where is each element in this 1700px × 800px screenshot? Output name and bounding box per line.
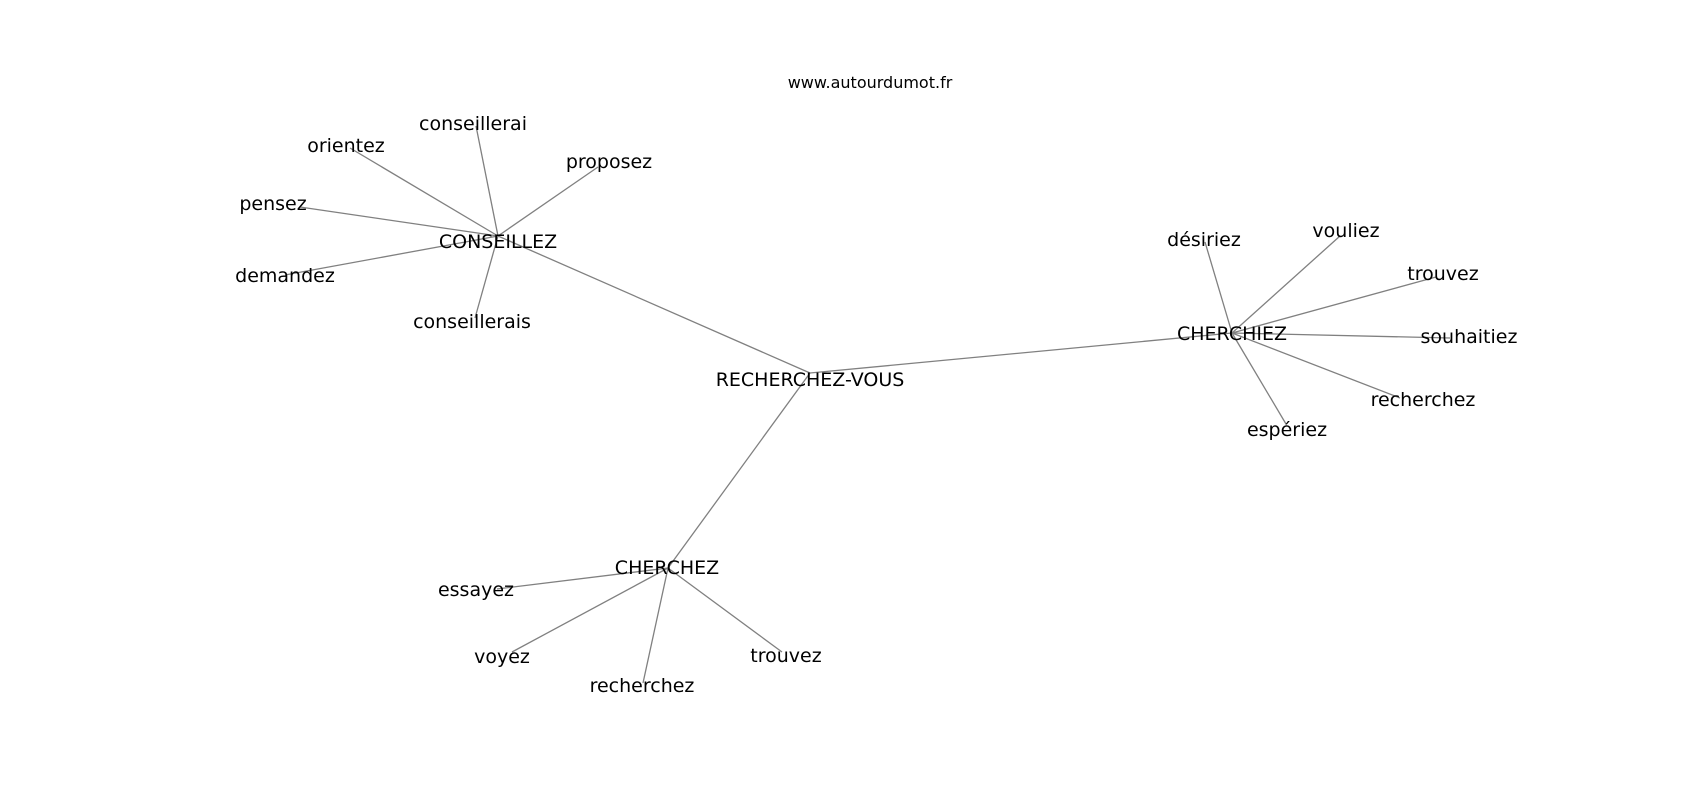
edge-cherchiez-recherchez [1231,332,1401,399]
edge-center-cherchiez [809,332,1233,374]
center-word-node[interactable]: RECHERCHEZ-VOUS [716,369,905,391]
related-node-cherchiez-souhaitiez[interactable]: souhaitiez [1421,326,1518,348]
related-node-cherchiez-recherchez[interactable]: recherchez [1371,389,1476,411]
related-node-conseillez-conseillerais[interactable]: conseillerais [413,311,531,333]
related-node-cherchiez-desiriez[interactable]: désiriez [1167,229,1241,251]
edge-cherchez-trouvez [667,567,783,653]
edge-cherchiez-vouliez [1231,235,1341,334]
related-node-cherchiez-vouliez[interactable]: vouliez [1312,220,1379,242]
edge-conseillez-conseillerais [474,235,499,319]
related-node-conseillez-conseillerai[interactable]: conseillerai [419,113,527,135]
related-node-cherchez-trouvez[interactable]: trouvez [750,645,821,667]
edge-cherchiez-trouvez [1231,276,1437,334]
hub-node-cherchez[interactable]: CHERCHEZ [615,557,719,579]
edge-cherchez-essayez [496,567,669,590]
edge-cherchiez-desiriez [1204,241,1233,334]
edge-conseillez-proposez [497,166,599,237]
graph-edges [284,125,1451,684]
related-node-conseillez-demandez[interactable]: demandez [235,265,335,287]
edge-cherchez-voyez [511,567,669,653]
edge-conseillez-orientez [349,147,499,237]
related-node-conseillez-proposez[interactable]: proposez [566,151,652,173]
related-node-cherchiez-trouvez[interactable]: trouvez [1407,263,1478,285]
related-node-cherchiez-esperiez[interactable]: espériez [1247,419,1327,441]
edge-cherchiez-esperiez [1231,332,1287,425]
edge-cherchiez-souhaitiez [1231,332,1451,339]
edge-center-cherchez [667,372,811,569]
related-node-conseillez-pensez[interactable]: pensez [239,193,306,215]
edge-conseillez-pensez [299,206,499,237]
related-node-cherchez-essayez[interactable]: essayez [438,579,514,601]
hub-node-cherchiez[interactable]: CHERCHIEZ [1177,323,1287,345]
related-node-cherchez-recherchez[interactable]: recherchez [590,675,695,697]
site-watermark: www.autourdumot.fr [788,73,953,92]
hub-node-conseillez[interactable]: CONSEILLEZ [439,231,557,253]
edge-cherchez-recherchez [642,567,669,684]
edge-conseillez-conseillerai [475,125,499,237]
related-node-cherchez-voyez[interactable]: voyez [474,646,530,668]
graph-nodes: RECHERCHEZ-VOUS CONSEILLEZ conseillerai ori… [235,113,1517,697]
edge-conseillez-demandez [284,235,499,276]
related-node-conseillez-orientez[interactable]: orientez [307,135,385,157]
edge-center-conseillez [497,235,811,374]
